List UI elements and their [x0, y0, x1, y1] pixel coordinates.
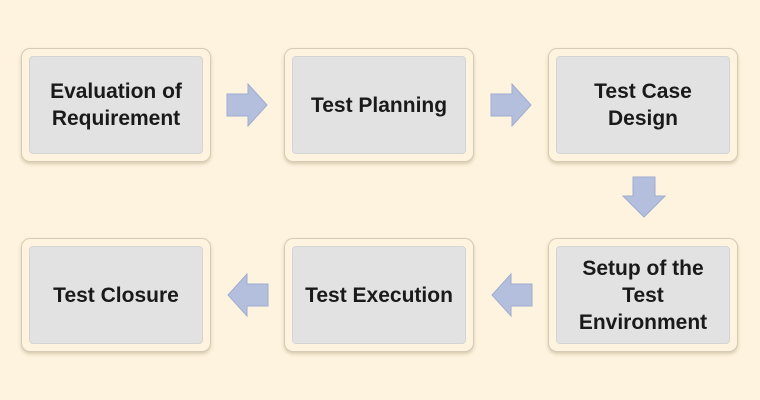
step-label-case-design: Test Case Design — [594, 80, 692, 130]
step-box-inner: Test Planning — [292, 56, 466, 154]
step-box-inner: Setup of the Test Environment — [556, 246, 730, 344]
step-label-evaluation: Evaluation of Requirement — [50, 80, 182, 130]
step-box-inner: Evaluation of Requirement — [29, 56, 203, 154]
step-box-environment: Setup of the Test Environment — [548, 238, 738, 352]
step-box-inner: Test Closure — [29, 246, 203, 344]
step-label-environment: Setup of the Test Environment — [578, 256, 708, 334]
step-box-planning: Test Planning — [284, 48, 474, 162]
step-label-planning: Test Planning — [310, 93, 448, 117]
step-box-execution: Test Execution — [284, 238, 474, 352]
step-box-inner: Test Execution — [292, 246, 466, 344]
arrow-right-icon — [490, 83, 532, 127]
step-box-inner: Test Case Design — [556, 56, 730, 154]
arrow-down-icon — [622, 176, 666, 218]
step-box-evaluation: Evaluation of Requirement — [21, 48, 211, 162]
arrow-right-icon — [226, 83, 268, 127]
step-label-execution: Test Execution — [305, 283, 453, 307]
arrow-left-icon — [227, 273, 269, 317]
step-box-case-design: Test Case Design — [548, 48, 738, 162]
step-box-closure: Test Closure — [21, 238, 211, 352]
step-label-closure: Test Closure — [53, 283, 179, 307]
arrow-left-icon — [491, 273, 533, 317]
